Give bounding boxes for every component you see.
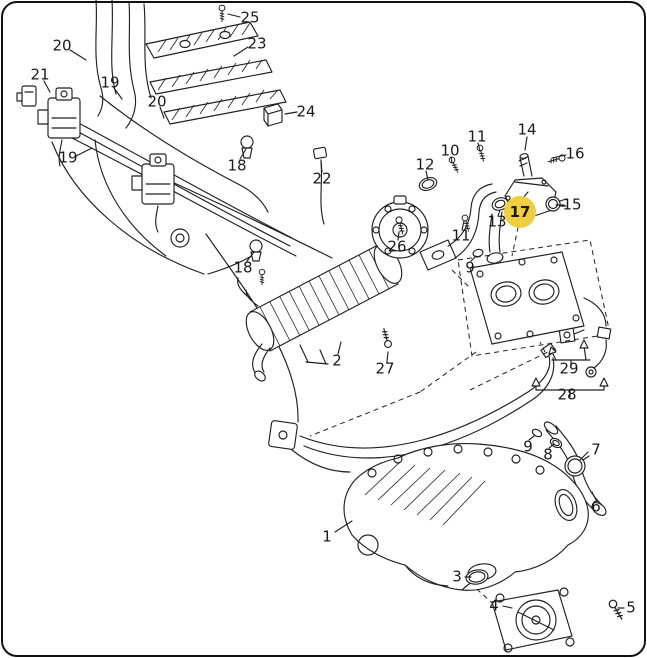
- hose-end-fitting-22: [312, 146, 328, 160]
- seal-ring-12: [418, 177, 438, 191]
- hose-clamp-7: [564, 455, 590, 477]
- group-bracket-28: [531, 377, 609, 398]
- callout-2[interactable]: 2: [332, 351, 342, 370]
- callout-19[interactable]: 19: [58, 148, 78, 167]
- callout-26[interactable]: 26: [387, 237, 407, 256]
- group-bracket-29: [548, 339, 591, 367]
- callout-20[interactable]: 20: [52, 36, 72, 55]
- small-valve-21: [16, 85, 37, 107]
- callout-13[interactable]: 13: [487, 212, 507, 231]
- callout-4[interactable]: 4: [489, 596, 499, 615]
- right-hose-fittings: [583, 297, 612, 378]
- callout-5[interactable]: 5: [626, 598, 636, 617]
- egr-cooler: [237, 244, 403, 382]
- callout-28[interactable]: 28: [557, 385, 577, 404]
- callout-9[interactable]: 9: [465, 258, 475, 277]
- callout-18[interactable]: 18: [233, 258, 253, 277]
- hose-clamp-15: [545, 196, 567, 212]
- callout-20[interactable]: 20: [147, 92, 167, 111]
- vacuum-damper: [170, 228, 190, 248]
- callout-9[interactable]: 9: [523, 437, 533, 456]
- hose-fitting-14: [518, 153, 533, 177]
- callout-1[interactable]: 1: [322, 527, 332, 546]
- callout-11[interactable]: 11: [467, 127, 487, 146]
- callout-22[interactable]: 22: [312, 169, 332, 188]
- callout-17-highlighted[interactable]: 17: [504, 196, 536, 228]
- callout-19[interactable]: 19: [100, 73, 120, 92]
- callout-29[interactable]: 29: [559, 359, 579, 378]
- callout-15[interactable]: 15: [562, 195, 582, 214]
- seal-ring-8: [549, 437, 563, 449]
- egr-pipe: [447, 183, 504, 264]
- callout-21[interactable]: 21: [30, 65, 50, 84]
- mounting-bracket-rails: [145, 21, 287, 125]
- callout-8[interactable]: 8: [543, 445, 553, 464]
- callout-16[interactable]: 16: [565, 144, 585, 163]
- callout-25[interactable]: 25: [240, 8, 260, 27]
- cylinder-head-plate: [469, 251, 585, 345]
- braided-hose: [299, 326, 585, 459]
- solenoid-valve: [37, 87, 81, 139]
- gasket-ring-3: [465, 569, 489, 585]
- throttle-body: [491, 587, 575, 653]
- callout-12[interactable]: 12: [415, 155, 435, 174]
- connector-cube-24: [263, 103, 283, 127]
- callout-23[interactable]: 23: [247, 34, 267, 53]
- seal-ring-9: [531, 428, 543, 438]
- callout-7[interactable]: 7: [591, 440, 601, 459]
- callout-27[interactable]: 27: [375, 359, 395, 378]
- callout-14[interactable]: 14: [517, 120, 537, 139]
- check-valve: [249, 239, 263, 262]
- solenoid-valve: [131, 153, 175, 205]
- junction-box: [268, 420, 298, 450]
- callout-24[interactable]: 24: [296, 102, 316, 121]
- callout-18[interactable]: 18: [227, 156, 247, 175]
- callout-6[interactable]: 6: [591, 497, 601, 516]
- callout-10[interactable]: 10: [440, 141, 460, 160]
- callout-11[interactable]: 11: [451, 226, 471, 245]
- leader-lines: [43, 13, 625, 609]
- callout-3[interactable]: 3: [452, 567, 462, 586]
- egr-valve-actuator: [371, 195, 429, 259]
